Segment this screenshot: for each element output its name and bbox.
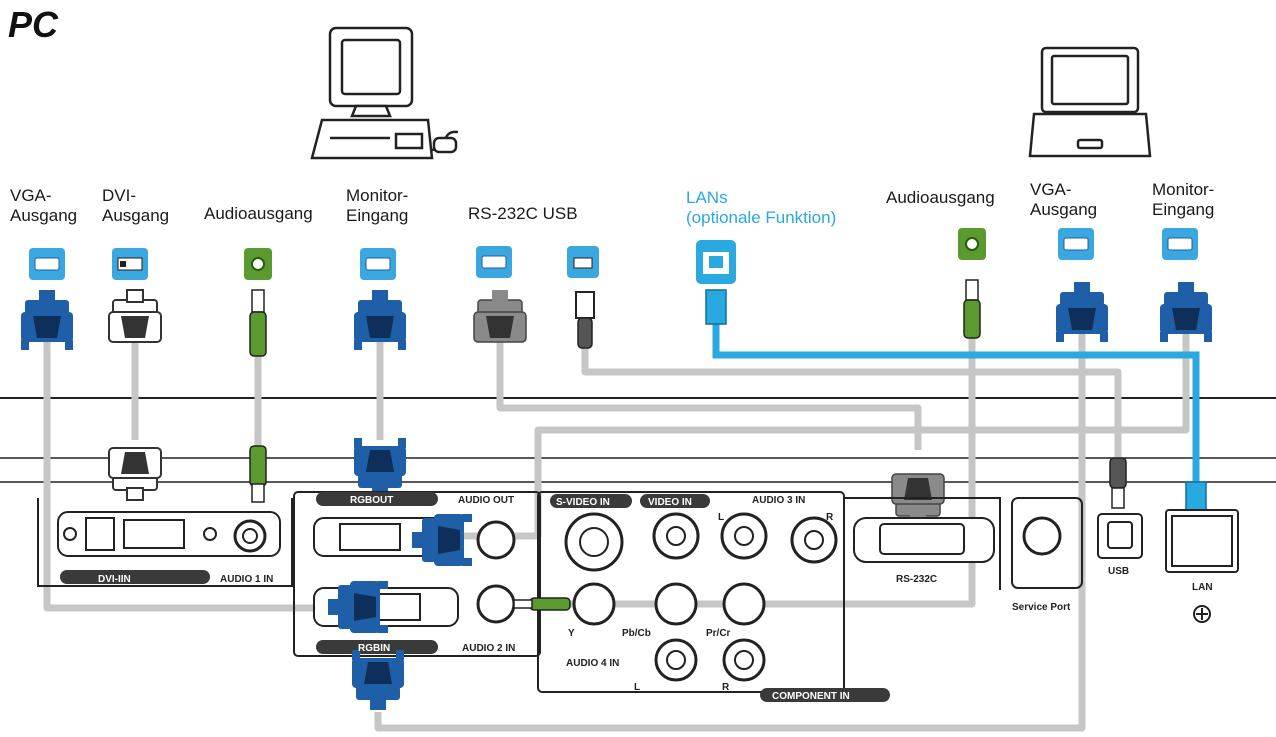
monitor-in-left-label: Monitor- Eingang — [346, 186, 409, 225]
y-label: Y — [568, 628, 575, 639]
audio3-in-label: AUDIO 3 IN — [752, 495, 805, 506]
lan-label: LANs (optionale Funktion) — [686, 188, 837, 227]
audio-out-label: AUDIO OUT — [458, 495, 514, 506]
audio4-r-label: R — [722, 682, 730, 693]
rs232c-panel-label: RS-232C — [896, 574, 937, 585]
vga-port-icon — [359, 247, 397, 281]
pbcb-label: Pb/Cb — [622, 628, 651, 639]
lan-panel-label: LAN — [1192, 582, 1213, 593]
service-port-label: Service Port — [1012, 602, 1071, 613]
audio1-in-label: AUDIO 1 IN — [220, 574, 273, 585]
monitor-in-right-label: Monitor- Eingang — [1152, 180, 1215, 219]
audio-out-right-label: Audioausgang — [886, 188, 995, 207]
rgbin-label: RGBIN — [358, 643, 390, 654]
page-title: PC — [8, 4, 59, 45]
audio3-r-label: R — [826, 512, 834, 523]
vga-out-right-label: VGA- Ausgang — [1030, 180, 1098, 219]
svideo-in-label: S-VIDEO IN — [556, 497, 610, 508]
vga-out-left-label: VGA- Ausgang — [10, 186, 78, 225]
vga-port-icon — [28, 247, 66, 281]
rs232-usb-label: RS-232C USB — [468, 204, 578, 223]
vga-port-icon — [1057, 227, 1095, 261]
component-in-label: COMPONENT IN — [772, 691, 850, 702]
audio-port-icon — [958, 228, 986, 260]
audio3-l-label: L — [718, 512, 724, 523]
desktop-pc-icon — [310, 26, 459, 160]
rgbout-label: RGBOUT — [350, 495, 393, 506]
audio-port-icon — [244, 248, 272, 280]
audio4-l-label: L — [634, 682, 640, 693]
audio4-in-label: AUDIO 4 IN — [566, 658, 619, 669]
serial-port-icon — [475, 245, 513, 279]
vga-port-icon — [1161, 227, 1199, 261]
laptop-icon — [1028, 46, 1152, 158]
audio-out-left-label: Audioausgang — [204, 204, 313, 223]
dvi-port-icon — [112, 248, 148, 280]
dvi-out-label: DVI- Ausgang — [102, 186, 170, 225]
usb-panel-label: USB — [1108, 566, 1129, 577]
lan-port-icon — [696, 240, 736, 284]
dvi-in-label: DVI-IIN — [98, 574, 131, 585]
prcr-label: Pr/Cr — [706, 628, 731, 639]
usb-port-icon — [567, 246, 599, 278]
audio2-in-label: AUDIO 2 IN — [462, 643, 515, 654]
video-in-label: VIDEO IN — [648, 497, 692, 508]
